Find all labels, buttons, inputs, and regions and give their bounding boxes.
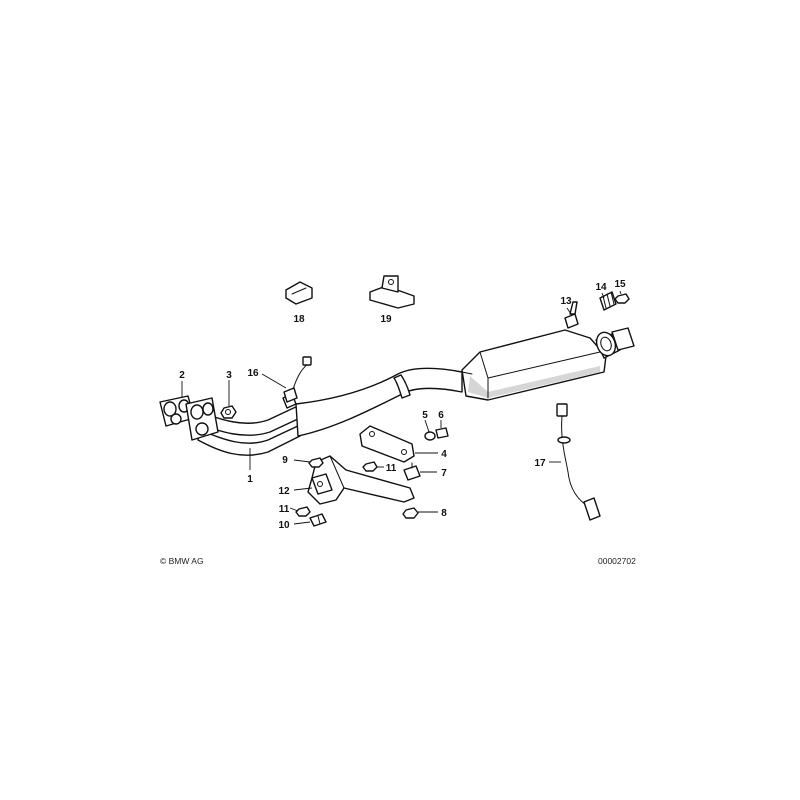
sensor-17 [556,403,601,521]
spring-14 [599,291,617,311]
bolt-6 [435,427,449,439]
bracket-12 [307,455,415,505]
callout-3: 3 [226,370,232,381]
nut-9 [308,457,324,468]
callout-12: 12 [278,486,290,497]
clip-18 [285,281,313,305]
callout-7: 7 [441,468,447,479]
leader-lines [181,290,622,525]
callout-2: 2 [179,370,185,381]
bracket-4 [359,425,415,463]
callout-9: 9 [282,455,288,466]
bolt-10 [309,513,327,527]
callout-11-upper: 11 [386,463,397,474]
nut-11-lower [295,506,311,517]
callout-15: 15 [614,279,626,290]
rubber-mount-7 [403,462,421,481]
copyright-notice: © BMW AG [160,556,204,566]
callout-4: 4 [441,449,447,460]
nut-8 [402,507,419,519]
nut-3 [220,405,237,419]
callout-8: 8 [441,508,447,519]
nut-11-upper [362,461,378,472]
callout-6: 6 [438,410,444,421]
callout-19: 19 [380,314,392,325]
nut-15 [614,293,630,304]
oxygen-sensor [283,356,312,403]
hanger-19 [369,275,415,309]
diagram-number: 00002702 [598,556,636,566]
callout-18: 18 [293,314,305,325]
callout-16: 16 [247,368,259,379]
callout-11-lower: 11 [279,504,290,515]
callout-5: 5 [422,410,428,421]
pipe-flange [185,397,219,441]
callout-13: 13 [560,296,572,307]
front-pipe [193,367,463,456]
manifold-gasket [159,395,195,427]
callout-1: 1 [247,474,253,485]
callout-10: 10 [278,520,290,531]
callout-14: 14 [595,282,607,293]
bolt-13 [564,301,579,329]
catalytic-converter [461,327,635,401]
washer-5 [424,431,436,441]
callout-17: 17 [534,458,546,469]
